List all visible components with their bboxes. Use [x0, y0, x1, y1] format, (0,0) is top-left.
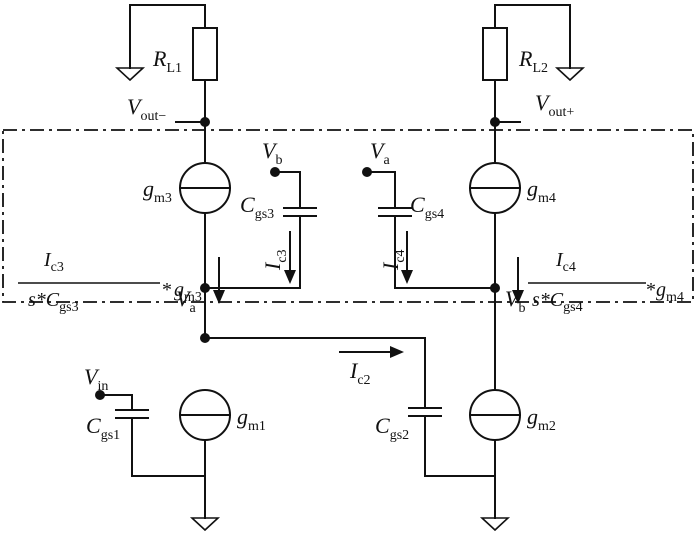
label-gm2: gm2 [527, 404, 556, 434]
label-ic2: Ic2 [349, 358, 371, 388]
label-rl1: RL1 [152, 46, 182, 76]
va-terminal [362, 167, 372, 177]
label-gm1: gm1 [237, 404, 266, 434]
expr-right-g: gm4 [656, 279, 684, 305]
expression-right: Ic4 s*Cgs4 * gm4 [528, 249, 684, 315]
vb-terminal [270, 167, 280, 177]
expr-left-g: gm3 [174, 279, 202, 305]
current-source-gm4 [469, 162, 521, 391]
resistor-rl1 [129, 4, 218, 163]
expr-right-mult: * [646, 279, 656, 301]
ground-icon [554, 67, 586, 82]
label-cgs3: Cgs3 [240, 192, 274, 222]
expr-right-numerator: Ic4 [555, 249, 576, 275]
label-rl2: RL2 [518, 46, 548, 76]
vout-minus-node [200, 117, 210, 127]
current-source-gm1 [179, 389, 231, 519]
label-ic3: Ic3 [260, 249, 290, 271]
label-ic4: Ic4 [378, 249, 408, 271]
wire-to-cgs2 [204, 337, 426, 409]
label-gm4: gm4 [527, 176, 556, 206]
label-vb-input: Vb [262, 138, 282, 168]
capacitor-cgs3 [204, 171, 317, 289]
vout-plus-node [490, 117, 500, 127]
arrow-ic3 [284, 231, 296, 284]
label-vin: Vin [84, 364, 108, 394]
expression-left: Ic3 s*Cgs3 * gm3 [18, 249, 202, 315]
arrow-right-expression [512, 257, 524, 304]
arrow-left-expression [213, 257, 225, 304]
capacitor-cgs4 [366, 171, 496, 289]
expr-left-denominator: s*Cgs3 [28, 289, 79, 315]
current-source-gm3 [179, 162, 231, 341]
label-node-vb: Vb [505, 286, 525, 316]
resistor-rl2 [482, 4, 571, 163]
label-cgs4: Cgs4 [410, 192, 444, 222]
label-cgs2: Cgs2 [375, 413, 409, 443]
label-vout-minus: Vout− [127, 94, 166, 124]
label-gm3: gm3 [143, 176, 172, 206]
ground-icon [479, 517, 511, 532]
expr-left-numerator: Ic3 [43, 249, 64, 275]
current-source-gm2 [469, 389, 521, 519]
label-cgs1: Cgs1 [86, 413, 120, 443]
capacitor-cgs2 [408, 407, 496, 477]
boundary-box [2, 129, 694, 303]
arrow-ic4 [401, 231, 413, 284]
capacitor-cgs1 [99, 394, 206, 477]
arrow-ic2 [339, 346, 404, 358]
label-va-input: Va [370, 138, 390, 168]
label-vout-plus: Vout+ [535, 90, 574, 120]
label-node-va: Va [176, 286, 196, 316]
ground-icon [189, 517, 221, 532]
expr-left-mult: * [162, 279, 172, 301]
expr-right-denominator: s*Cgs4 [532, 289, 583, 315]
ground-icon [114, 67, 146, 82]
vin-terminal [95, 390, 105, 400]
